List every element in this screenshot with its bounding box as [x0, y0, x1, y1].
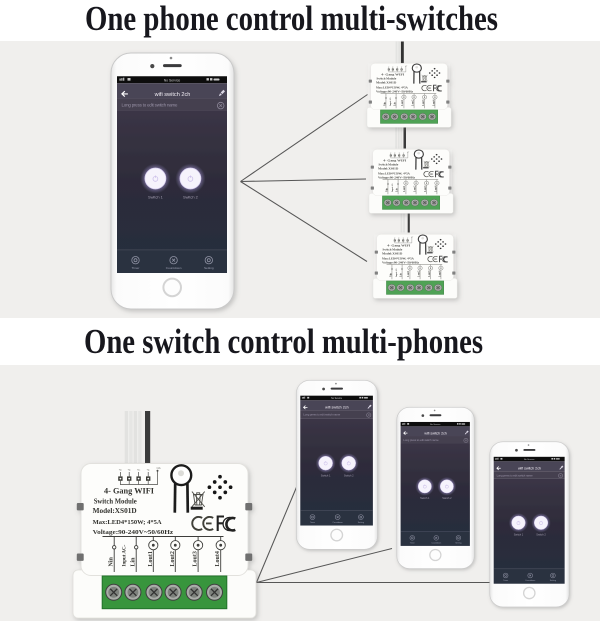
- svg-text:One switch control multi-phone: One switch control multi-phones: [84, 322, 483, 361]
- svg-text:One phone control multi-switch: One phone control multi-switches: [85, 0, 498, 38]
